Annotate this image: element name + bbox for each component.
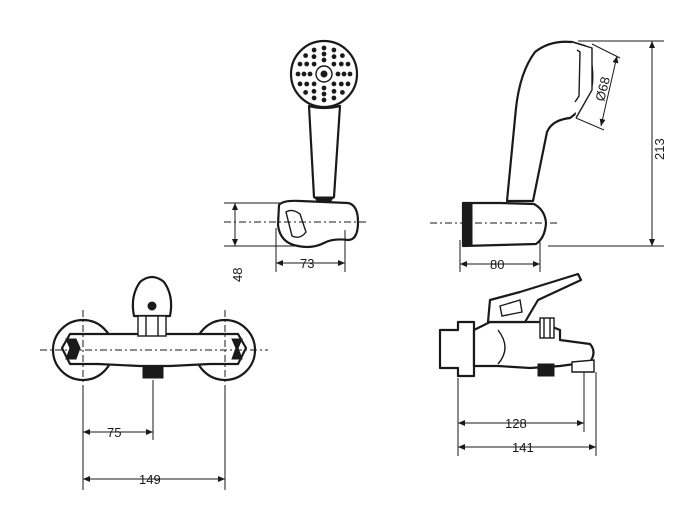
shower-holder-side bbox=[461, 201, 548, 248]
nozzle-dot bbox=[345, 81, 351, 87]
nozzle-dot bbox=[338, 61, 344, 67]
nozzle-dot bbox=[331, 54, 337, 60]
nozzle-dot bbox=[321, 45, 327, 51]
nozzle-dot bbox=[331, 61, 337, 67]
nozzle-dot bbox=[345, 61, 351, 67]
dim-label-141: 141 bbox=[512, 440, 534, 455]
mixer-cartridge-nut bbox=[137, 315, 167, 337]
dim-label-48: 48 bbox=[230, 268, 245, 282]
mixer-outlet-side bbox=[537, 363, 555, 377]
nozzle-dot bbox=[338, 81, 344, 87]
mixer-outlet-front bbox=[142, 365, 164, 379]
shower-handle-front bbox=[307, 104, 342, 203]
nozzle-dot bbox=[311, 95, 317, 101]
nozzle-dot bbox=[321, 51, 327, 57]
nozzle-dot bbox=[311, 61, 317, 67]
nozzle-dot bbox=[311, 81, 317, 87]
nozzle-dot bbox=[341, 71, 347, 77]
dim-label-80: 80 bbox=[490, 257, 504, 272]
nozzle-dot bbox=[311, 88, 317, 94]
dim-label-149: 149 bbox=[139, 472, 161, 487]
hand-shower-side-view: 80 213 Ø68 bbox=[430, 40, 667, 272]
nozzle-dot bbox=[297, 81, 303, 87]
nozzle-dot bbox=[340, 90, 345, 95]
nozzle-dot bbox=[347, 71, 353, 77]
dim-label-75: 75 bbox=[107, 425, 121, 440]
mixer-front-view: 75 149 bbox=[40, 275, 268, 490]
nozzle-dot bbox=[331, 88, 337, 94]
mixer-lever-front bbox=[131, 275, 173, 318]
nozzle-dot bbox=[340, 53, 345, 58]
dim-label-128: 128 bbox=[505, 416, 527, 431]
nozzle-dot bbox=[297, 61, 303, 67]
nozzle-dot bbox=[335, 71, 341, 77]
nozzle-dot bbox=[307, 71, 313, 77]
nozzle-dot bbox=[331, 81, 337, 87]
nozzle-dot bbox=[301, 71, 307, 77]
dim-label-diameter-68: Ø68 bbox=[592, 75, 613, 102]
nozzle-dot bbox=[304, 81, 310, 87]
nozzle-dot bbox=[321, 91, 327, 97]
nozzle-dot bbox=[311, 54, 317, 60]
mixer-wall-connector bbox=[438, 320, 476, 378]
shower-head-nozzles bbox=[295, 45, 353, 103]
mixer-side-view: 128 141 bbox=[438, 272, 597, 456]
nozzle-dot bbox=[303, 90, 309, 95]
mixer-body-front bbox=[60, 332, 248, 368]
nozzle-dot bbox=[304, 61, 310, 67]
nozzle-dot bbox=[331, 95, 337, 101]
hand-shower-front-view: 73 48 bbox=[224, 39, 366, 282]
nozzle-dot bbox=[321, 97, 327, 103]
dim-label-213: 213 bbox=[652, 138, 667, 160]
nozzle-dot bbox=[321, 57, 327, 63]
nozzle-dot bbox=[303, 53, 309, 58]
dim-label-73: 73 bbox=[300, 256, 314, 271]
nozzle-dot bbox=[331, 47, 337, 53]
nozzle-dot bbox=[311, 47, 317, 53]
nozzle-dot bbox=[295, 71, 301, 77]
nozzle-dot bbox=[321, 85, 327, 91]
mixer-diverter-knob bbox=[539, 317, 555, 339]
